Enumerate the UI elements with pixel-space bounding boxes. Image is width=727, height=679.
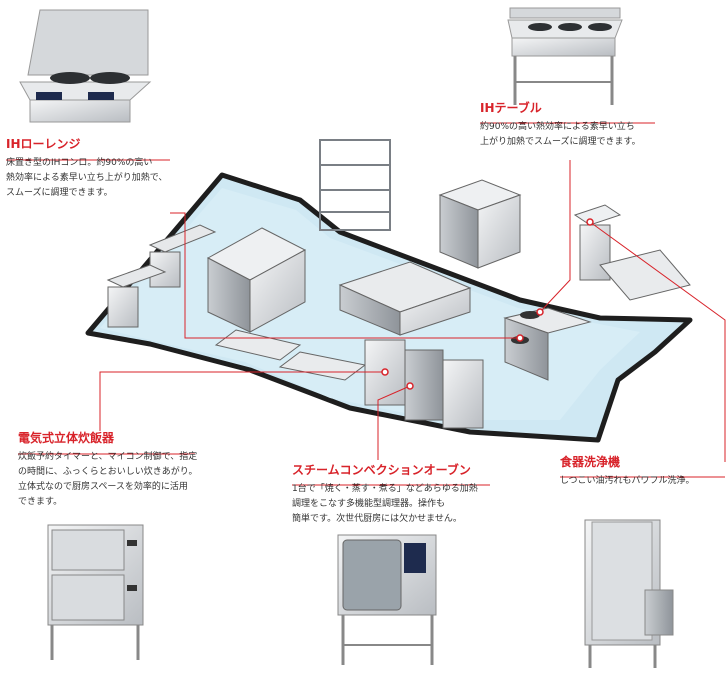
- ih-table-image: [507, 7, 623, 105]
- caption-desc-line: しつこい油汚れもパワフル洗浄。: [560, 476, 695, 486]
- leader-dishwasher: [589, 221, 726, 462]
- steam-oven-image: [337, 534, 437, 665]
- caption-desc-line: 熱効率による素早い立ち上がり加熱で、: [6, 173, 168, 183]
- dishwasher-area: [573, 204, 691, 301]
- caption-desc-line: 炊飯予約タイマーと、マイコン制御で、指定: [18, 452, 198, 462]
- rice-cooker-image: [47, 524, 144, 660]
- caption-desc-line: 調理をこなす多機能型調理器。操作も: [292, 499, 446, 509]
- dishwasher-image: [584, 519, 674, 668]
- leader-ih-range: [170, 212, 520, 339]
- caption-desc-line: できます。: [18, 497, 63, 507]
- right-refrigerator: [438, 179, 522, 269]
- caption-desc-line: 約90%の高い熱効率による素早い立ち: [480, 122, 635, 132]
- leader-dots: [381, 218, 594, 390]
- caption-title: IHテーブル: [480, 101, 542, 115]
- leader-rice-cooker: [99, 371, 385, 431]
- ih-range-image: [19, 9, 152, 123]
- storage-rack: [319, 139, 391, 231]
- center-cooking-island: [338, 261, 472, 336]
- caption-desc-line: 床置き型のIHコンロ。約90%の高い: [6, 158, 153, 168]
- refrigerator-unit: [206, 227, 307, 333]
- caption-desc-line: 簡単です。次世代厨房には欠かせません。: [292, 514, 462, 524]
- caption-ih-table: IHテーブル 約90%の高い熱効率による素早い立ち 上がり加熱でスムーズに調理で…: [480, 100, 665, 150]
- caption-title: 電気式立体炊飯器: [18, 431, 115, 445]
- caption-desc-line: の時間に、ふっくらとおいしい炊きあがり。: [18, 467, 198, 477]
- caption-title: IHローレンジ: [6, 137, 81, 151]
- left-sink-unit: [106, 224, 217, 328]
- caption-underlines: [6, 122, 725, 486]
- caption-ih-range: IHローレンジ 床置き型のIHコンロ。約90%の高い 熱効率による素早い立ち上が…: [6, 136, 181, 201]
- leader-lines: [99, 160, 726, 462]
- caption-dishwasher: 食器洗浄機 しつこい油汚れもパワフル洗浄。: [560, 454, 725, 489]
- leader-ih-table: [539, 160, 571, 313]
- caption-desc-line: 立体式なので厨房スペースを効率的に活用: [18, 482, 188, 492]
- caption-title: スチームコンベクションオーブン: [292, 463, 471, 477]
- caption-rice-cooker: 電気式立体炊飯器 炊飯予約タイマーと、マイコン制御で、指定 の時間に、ふっくらと…: [18, 430, 218, 510]
- right-prep-table: [503, 307, 592, 381]
- caption-desc-line: スムーズに調理できます。: [6, 188, 113, 198]
- caption-desc-line: 1台で「焼く・蒸す・煮る」などあらゆる加熱: [292, 484, 478, 494]
- caption-desc-line: 上がり加熱でスムーズに調理できます。: [480, 137, 641, 147]
- leader-steam-oven: [377, 385, 411, 460]
- caption-steam-oven: スチームコンベクションオーブン 1台で「焼く・蒸す・煮る」などあらゆる加熱 調理…: [292, 462, 497, 527]
- caption-title: 食器洗浄機: [560, 455, 621, 469]
